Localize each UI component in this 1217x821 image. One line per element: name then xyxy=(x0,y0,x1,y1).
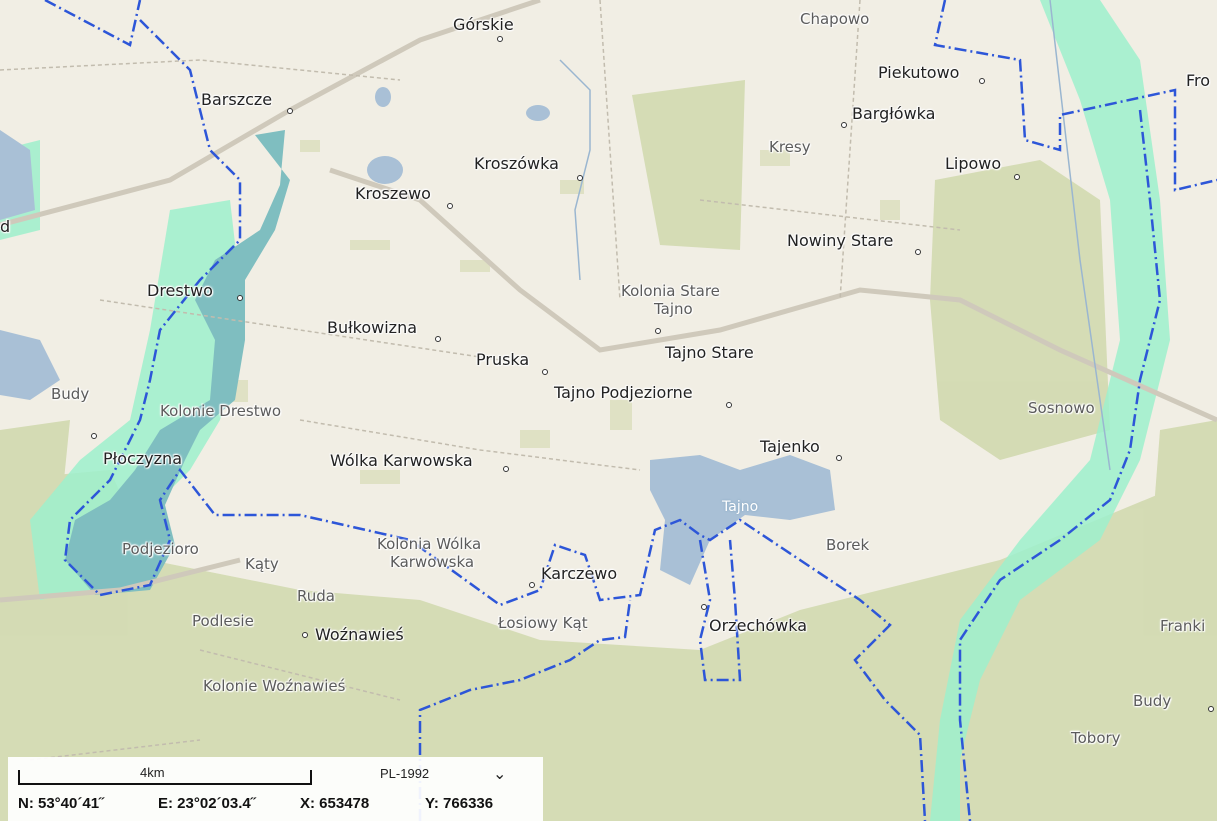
settlement-marker xyxy=(287,108,293,114)
place-label-kolonia-wolka-karwowska-2: Karwowska xyxy=(390,553,475,571)
settlement-marker xyxy=(91,433,97,439)
settlement-marker xyxy=(1208,706,1214,712)
place-label-kroszewo: Kroszewo xyxy=(355,184,431,203)
place-label-kolonia-wolka-karwowska: Kolonia Wólka xyxy=(377,535,482,553)
settlement-marker xyxy=(655,328,661,334)
place-label-lipowo: Lipowo xyxy=(945,154,1002,173)
settlement-marker xyxy=(497,36,503,42)
settlement-marker xyxy=(542,369,548,375)
place-label-tajenko: Tajenko xyxy=(760,437,820,456)
settlement-marker xyxy=(237,295,243,301)
place-label-orzechowka: Orzechówka xyxy=(709,616,808,635)
place-label-sosnowo: Sosnowo xyxy=(1028,399,1095,417)
place-label-franki: Franki xyxy=(1160,617,1206,635)
settlement-marker xyxy=(726,402,732,408)
streams xyxy=(559,0,1111,471)
place-label-podlesie: Podlesie xyxy=(192,612,254,630)
place-label-barszcze: Barszcze xyxy=(201,90,273,109)
place-label-tajno-podjeziorne: Tajno Podjeziorne xyxy=(554,383,693,402)
place-label-podjezioro: Podjezioro xyxy=(122,540,199,558)
place-label-drestwo: Drestwo xyxy=(147,281,213,300)
map-info-panel xyxy=(8,757,543,821)
lakes xyxy=(0,87,835,595)
place-label-karczewo: Karczewo xyxy=(541,564,618,583)
place-label-chapowo: Chapowo xyxy=(800,10,870,28)
scale-bar xyxy=(18,770,312,785)
crs-select-value[interactable]: PL-1992 xyxy=(380,766,430,781)
place-label-kolonia-stare-tajno: Kolonia Stare xyxy=(621,282,720,300)
place-label-kolonia-stare-tajno-2: Tajno xyxy=(654,300,693,318)
place-label-wolka-karwowska: Wólka Karwowska xyxy=(330,451,473,470)
admin-boundary xyxy=(44,0,1217,821)
place-label-piekutowo: Piekutowo xyxy=(878,63,960,82)
scale-label: 4km xyxy=(140,765,165,780)
settlement-marker xyxy=(577,175,583,181)
y-coordinate-readout: Y: 766336 xyxy=(425,795,494,812)
place-label-tobory: Tobory xyxy=(1071,729,1121,747)
place-label-ploczyzna: Płoczyzna xyxy=(103,449,182,468)
forest-areas xyxy=(0,80,1217,821)
settlement-marker xyxy=(302,632,308,638)
settlement-marker xyxy=(979,78,985,84)
longitude-readout: E: 23°02´03.4˝ xyxy=(158,795,256,812)
place-label-barglowka: Bargłówka xyxy=(852,104,936,123)
place-label-wozniawies: Woźnawieś xyxy=(315,625,404,644)
place-label-pruska: Pruska xyxy=(476,350,530,369)
settlement-marker xyxy=(701,604,707,610)
place-label-kolonie-drestwo: Kolonie Drestwo xyxy=(160,402,282,420)
place-label-kolonie-wozniawies: Kolonie Woźnawieś xyxy=(203,677,346,695)
place-label-d-edge: d xyxy=(0,217,11,236)
place-label-kresy: Kresy xyxy=(769,138,811,156)
settlement-marker xyxy=(503,466,509,472)
place-label-gorskie: Górskie xyxy=(453,15,514,34)
place-label-nowiny-stare: Nowiny Stare xyxy=(787,231,894,250)
place-label-tajno-stare: Tajno Stare xyxy=(665,343,754,362)
settlement-marker xyxy=(915,249,921,255)
settlement-marker xyxy=(841,122,847,128)
place-label-katy: Kąty xyxy=(245,555,279,573)
chevron-down-icon[interactable]: ⌄ xyxy=(493,764,507,783)
settlement-marker xyxy=(447,203,453,209)
place-label-borek: Borek xyxy=(826,536,870,554)
settlement-marker xyxy=(1014,174,1020,180)
place-label-kroszowka: Kroszówka xyxy=(474,154,559,173)
settlement-marker xyxy=(836,455,842,461)
place-label-budy-west: Budy xyxy=(51,385,90,403)
place-label-ruda: Ruda xyxy=(297,587,335,605)
coordinate-readout: N: 53°40´41˝ E: 23°02´03.4˝ X: 653478 Y: 76… xyxy=(18,795,493,812)
field-patches xyxy=(230,140,900,484)
place-label-fro: Fro xyxy=(1186,71,1211,90)
settlement-marker xyxy=(435,336,441,342)
latitude-readout: N: 53°40´41˝ xyxy=(18,795,105,812)
place-label-bulkowizna: Bułkowizna xyxy=(327,318,418,337)
lake-label-tajno: Tajno xyxy=(722,499,759,515)
place-label-losiowy-kat: Łosiowy Kąt xyxy=(498,614,588,632)
minor-roads xyxy=(0,0,961,761)
place-label-budy-east: Budy xyxy=(1133,692,1172,710)
x-coordinate-readout: X: 653478 xyxy=(300,795,370,812)
settlement-marker xyxy=(529,582,535,588)
